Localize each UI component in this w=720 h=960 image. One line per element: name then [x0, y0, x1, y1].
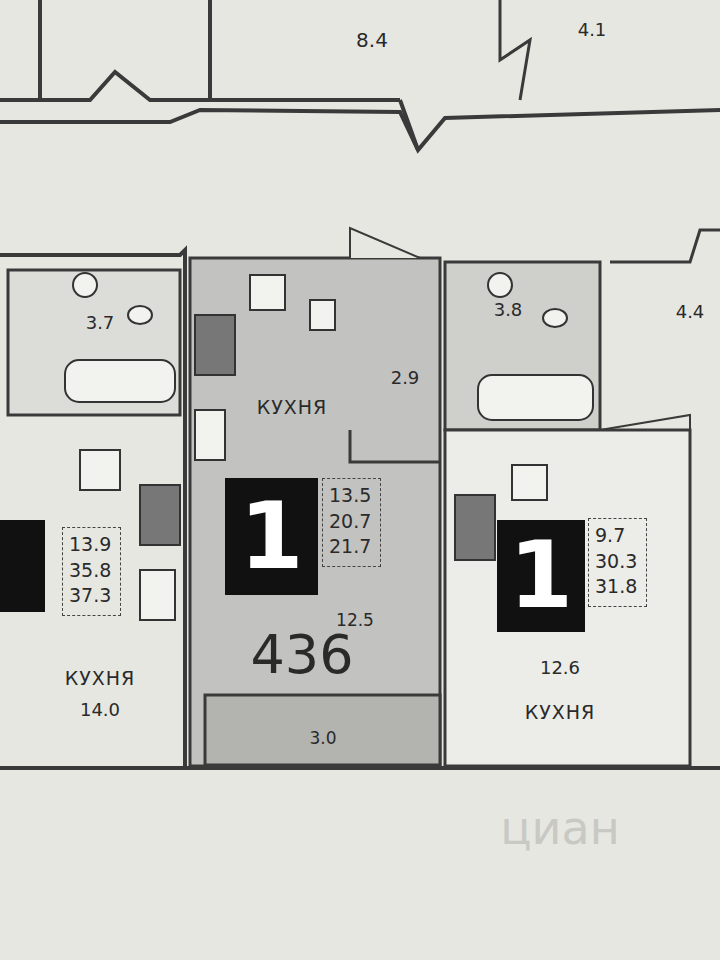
watermark: циан — [500, 803, 619, 854]
room-name: КУХНЯ — [525, 702, 596, 723]
upper-wall — [40, 0, 210, 100]
area-value: 13.5 — [329, 483, 374, 509]
area-value: 35.8 — [69, 558, 114, 584]
stove-symbol — [250, 275, 285, 310]
counter-symbol — [195, 315, 235, 375]
door-swing — [350, 228, 420, 258]
area-value: 13.9 — [69, 532, 114, 558]
kitchen-room — [445, 430, 690, 766]
room-name: КУХНЯ — [65, 668, 136, 689]
area-label: 4.1 — [578, 20, 607, 40]
room-count-badge: 1 — [225, 478, 318, 595]
area-label: 3.0 — [309, 729, 336, 748]
counter-symbol — [140, 570, 175, 620]
balcony — [205, 695, 440, 765]
upper-wall — [0, 110, 720, 150]
area-value: 21.7 — [329, 534, 374, 560]
room-name: КУХНЯ — [257, 397, 328, 418]
walls — [0, 0, 720, 768]
inner-wall — [350, 430, 440, 462]
area-value: 31.8 — [595, 574, 640, 600]
area-box: 9.730.331.8 — [588, 518, 647, 607]
stove-symbol — [512, 465, 547, 500]
fridge-symbol — [310, 300, 335, 330]
bathroom — [445, 262, 600, 430]
door-swing — [600, 415, 690, 430]
bathtub-symbol — [478, 375, 593, 420]
area-label: 3.7 — [86, 313, 115, 333]
stove-symbol — [80, 450, 120, 490]
bathtub-symbol — [65, 360, 175, 402]
area-label: 14.0 — [80, 700, 120, 720]
area-value: 20.7 — [329, 509, 374, 535]
upper-wall — [500, 0, 530, 100]
room-count-badge: 1 — [497, 520, 585, 632]
upper-wall — [400, 100, 418, 150]
area-label: 3.8 — [494, 300, 523, 320]
toilet-symbol — [488, 273, 512, 297]
upper-wall — [0, 72, 400, 100]
area-box: 13.935.837.3 — [62, 527, 121, 616]
area-label: 4.4 — [676, 302, 705, 322]
counter-symbol — [195, 410, 225, 460]
area-value: 9.7 — [595, 523, 640, 549]
area-value: 37.3 — [69, 583, 114, 609]
counter-symbol — [455, 495, 495, 560]
bathroom — [8, 270, 180, 415]
apartment-fill — [190, 258, 440, 766]
room-count: 1 — [509, 530, 573, 622]
area-value: 30.3 — [595, 549, 640, 575]
sink-symbol — [543, 309, 567, 327]
toilet-symbol — [73, 273, 97, 297]
room-count: 1 — [239, 491, 303, 583]
sink-symbol — [128, 306, 152, 324]
area-label: 12.6 — [540, 658, 580, 678]
area-label: 2.9 — [391, 368, 420, 388]
apartment-number: 436 — [250, 625, 353, 684]
unit-wall — [0, 250, 720, 768]
wall — [610, 230, 720, 262]
area-box: 13.520.721.7 — [322, 478, 381, 567]
counter-symbol — [140, 485, 180, 545]
area-label: 8.4 — [356, 29, 388, 51]
apartment-badge-partial — [0, 520, 45, 612]
